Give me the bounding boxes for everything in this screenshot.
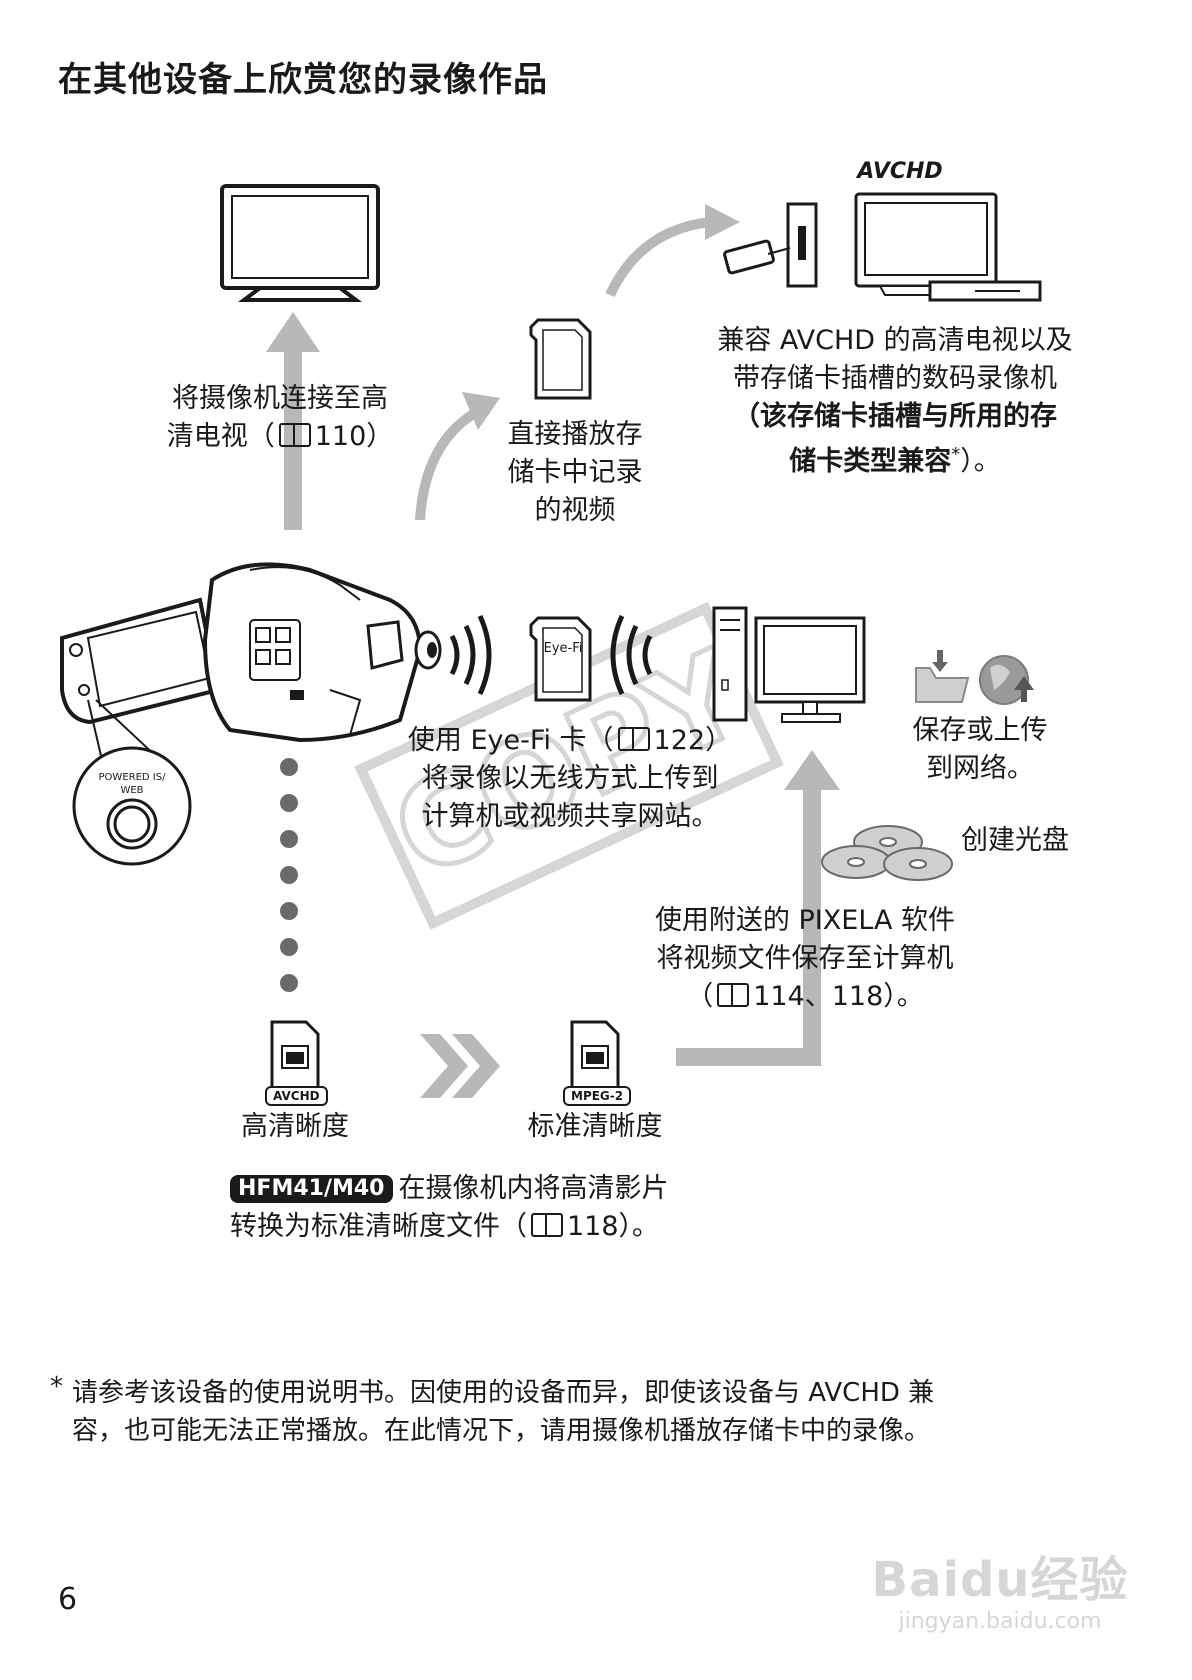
baidu-watermark: Baidu经验 jingyan.baidu.com (855, 1552, 1145, 1636)
eyefi-card-icon: Eye-Fi (529, 616, 592, 702)
eyefi-caption-ref[interactable]: 122） (653, 725, 733, 756)
page-title: 在其他设备上欣赏您的录像作品 (58, 60, 548, 100)
curved-arrow-to-card (415, 405, 483, 521)
footnote-line2: 容，也可能无法正常播放。在此情况下，请用摄像机播放存储卡中的录像。 (72, 1416, 931, 1446)
tv-caption-line2: 清电视（ (166, 421, 275, 452)
pixela-caption: 使用附送的 PIXELA 软件 将视频文件保存至计算机 （ 114、118）。 (630, 902, 980, 1016)
book-icon (531, 1213, 563, 1237)
footnote-line1: 请参考该设备的使用说明书。因使用的设备而异，即使该设备与 AVCHD 兼 (72, 1378, 935, 1408)
button-label-line2: WEB (120, 785, 143, 796)
callout-line (87, 699, 103, 761)
sd-card-icon (529, 318, 592, 400)
dotted-line (280, 758, 298, 992)
hd-file-label: 高清晰度 (241, 1111, 349, 1142)
convert-caption-ref[interactable]: 118）。 (567, 1211, 660, 1242)
avchd-caption-line4: 储卡类型兼容 (789, 446, 952, 477)
disc-caption: 创建光盘 (961, 825, 1069, 856)
curved-arrow-to-recorder (605, 217, 711, 298)
avchd-badge: AVCHD (265, 1086, 328, 1106)
card-direct-caption: 直接播放存 储卡中记录 的视频 (490, 416, 660, 530)
wireless-waves-right-icon (610, 614, 653, 696)
discs-icon (821, 825, 953, 881)
sd-file-icon (570, 1020, 620, 1096)
card-caption-line3: 的视频 (534, 495, 616, 526)
eyefi-caption-line1: 使用 Eye-Fi 卡（ (407, 725, 614, 756)
model-tag: HFM41/M40 (230, 1175, 393, 1203)
tv-caption-line1: 将摄像机连接至高 (172, 383, 388, 414)
hd-file-icon (270, 1020, 320, 1096)
convert-caption-line1: 在摄像机内将高清影片 (398, 1173, 669, 1204)
pixela-caption-ref[interactable]: 114、118）。 (753, 981, 924, 1012)
camcorder-icon (60, 562, 442, 743)
save-upload-line1: 保存或上传 (912, 715, 1048, 746)
footnote-mark: * (50, 1372, 63, 1402)
tv-caption-ref[interactable]: 110） (314, 421, 394, 452)
tv-caption: 将摄像机连接至高 清电视（ 110） (150, 380, 410, 456)
avchd-caption-line4-end: ）。 (960, 446, 1001, 477)
eyefi-caption: 使用 Eye-Fi 卡（ 122） 将录像以无线方式上传到 计算机或视频共享网站。 (390, 722, 750, 836)
save-folder-icon (915, 650, 970, 703)
eyefi-caption-line3: 计算机或视频共享网站。 (421, 801, 719, 832)
double-chevron-icon (420, 1034, 500, 1098)
avchd-caption-line2: 带存储卡插槽的数码录像机 (733, 363, 1057, 394)
footnote-marker: * (951, 444, 961, 465)
book-icon (717, 983, 750, 1007)
avchd-caption-line1: 兼容 AVCHD 的高清电视以及 (717, 325, 1073, 356)
hdtv-icon (220, 184, 380, 302)
eyefi-card-label: Eye-Fi (544, 641, 583, 656)
save-upload-line2: 到网络。 (926, 753, 1034, 784)
wireless-waves-left-icon (449, 614, 492, 696)
book-icon (278, 423, 311, 447)
card-caption-line2: 储卡中记录 (507, 457, 643, 488)
pixela-caption-line2: 将视频文件保存至计算机 (656, 943, 954, 974)
recorder-with-card-slot-icon (723, 202, 818, 288)
pixela-caption-line1: 使用附送的 PIXELA 软件 (654, 905, 956, 936)
sd-file-label: 标准清晰度 (527, 1111, 663, 1142)
avchd-logo: AVCHD (855, 159, 942, 184)
pixela-caption-line3: （ (686, 981, 714, 1012)
card-caption-line1: 直接播放存 (507, 419, 643, 450)
upload-globe-icon (979, 655, 1034, 705)
baidu-watermark-brand: Baidu经验 (871, 1552, 1129, 1608)
avchd-devices-caption: 兼容 AVCHD 的高清电视以及 带存储卡插槽的数码录像机 （该存储卡插槽与所用… (700, 322, 1090, 481)
page-number: 6 (58, 1582, 78, 1617)
avchd-tv-icon (854, 192, 1042, 302)
baidu-watermark-url: jingyan.baidu.com (898, 1609, 1102, 1634)
save-upload-caption: 保存或上传 到网络。 (890, 712, 1070, 788)
arrow-to-computer (676, 750, 840, 1066)
convert-caption-line2: 转换为标准清晰度文件（ (230, 1211, 527, 1242)
eyefi-caption-line2: 将录像以无线方式上传到 (421, 763, 719, 794)
powered-is-web-button-callout: POWERED IS/ WEB (72, 746, 192, 866)
mpeg2-badge: MPEG-2 (563, 1086, 632, 1106)
footnote: * 请参考该设备的使用说明书。因使用的设备而异，即使该设备与 AVCHD 兼 容，… (50, 1368, 934, 1450)
button-label-line1: POWERED IS/ (99, 772, 167, 783)
book-icon (617, 727, 650, 751)
avchd-caption-line3: （该存储卡插槽与所用的存 (733, 401, 1057, 432)
computer-icon (712, 606, 866, 723)
